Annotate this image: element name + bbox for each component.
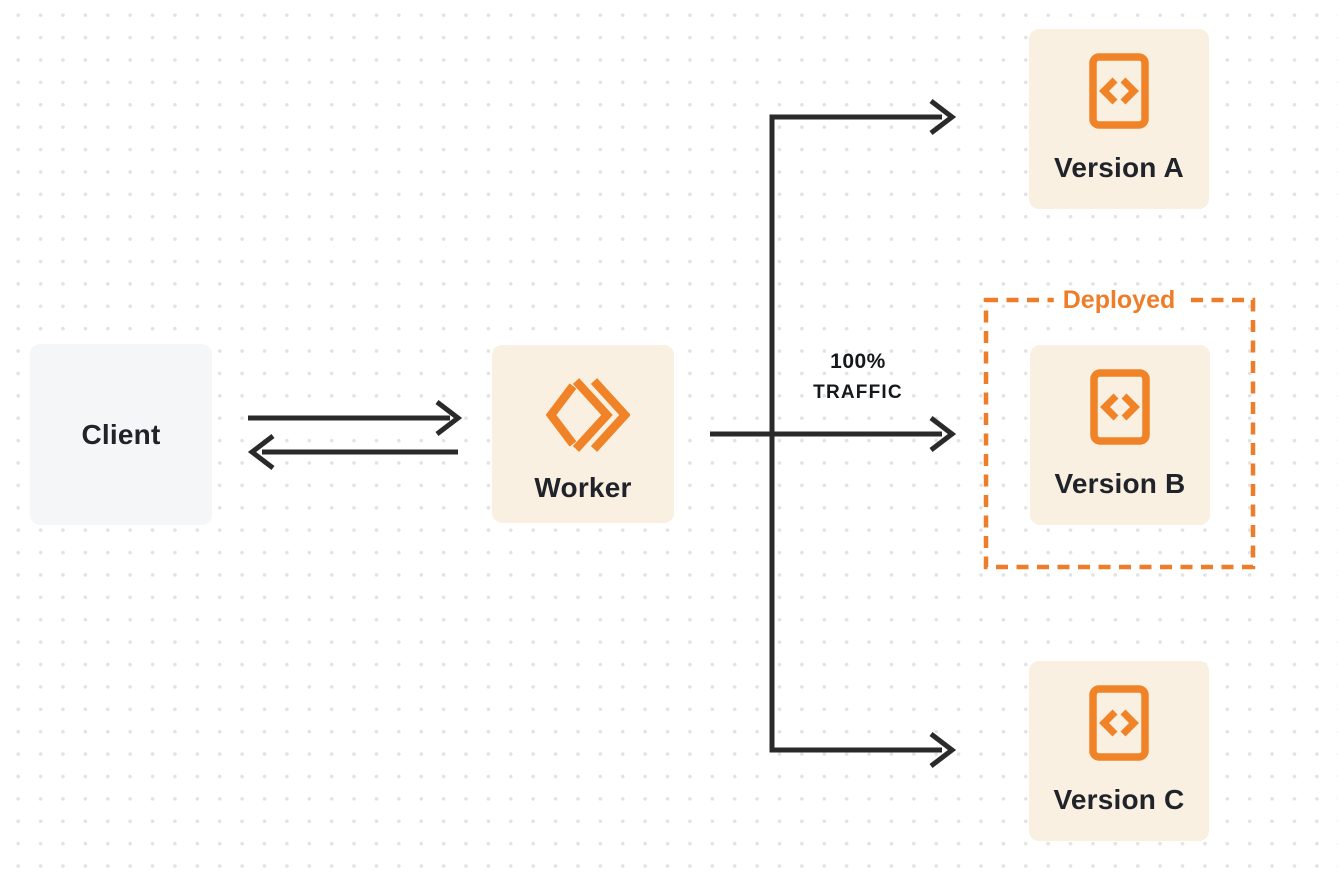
arrowhead-left-icon <box>247 434 275 470</box>
traffic-word-text: TRAFFIC <box>813 382 903 403</box>
arrowhead-right-icon <box>929 99 957 135</box>
arrowhead-right-icon <box>435 400 463 436</box>
arrowhead-right-icon <box>929 732 957 768</box>
deployed-tag: Deployed <box>1053 286 1185 314</box>
traffic-percent-text: 100% <box>830 350 886 373</box>
edge-branch-to-version-c <box>769 732 957 768</box>
code-file-icon <box>1089 53 1149 134</box>
version-a-label: Version A <box>1054 152 1184 183</box>
client-label: Client <box>81 418 161 450</box>
node-version-c: Version C <box>1029 661 1209 841</box>
traffic-annotation: 100% TRAFFIC <box>792 350 924 404</box>
edge-branch-to-version-a <box>769 99 957 135</box>
edge-client-to-worker <box>248 400 463 436</box>
workers-logo-icon <box>536 369 631 466</box>
edge-worker-to-client <box>247 434 458 470</box>
worker-label: Worker <box>534 472 632 503</box>
node-client: Client <box>30 344 212 525</box>
arrowhead-right-icon <box>929 416 957 452</box>
version-c-label: Version C <box>1053 784 1185 815</box>
edge-worker-to-version-b <box>710 416 957 452</box>
node-version-a: Version A <box>1029 29 1209 209</box>
node-version-b: Version B <box>1030 345 1210 525</box>
node-worker: Worker <box>492 345 674 523</box>
code-file-icon <box>1089 685 1149 766</box>
version-b-label: Version B <box>1054 468 1186 499</box>
code-file-icon <box>1090 369 1150 450</box>
